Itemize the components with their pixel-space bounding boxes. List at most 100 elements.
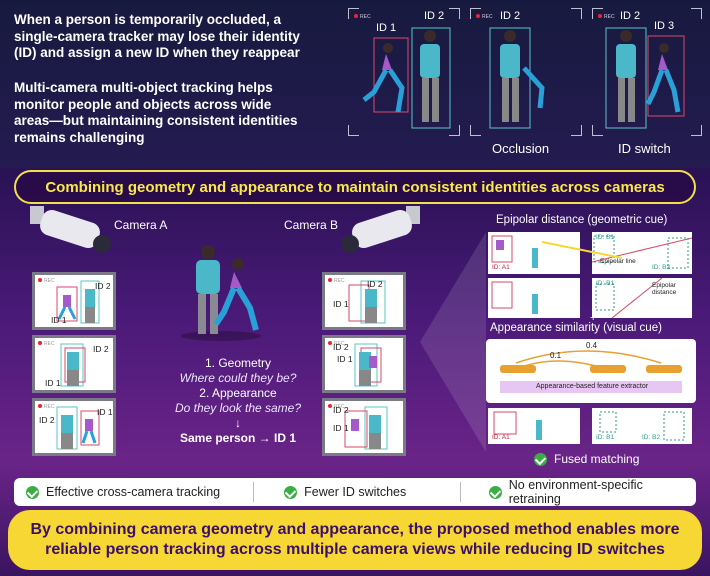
camera-b-label: Camera B [284, 218, 339, 232]
runner-and-walker-icon [362, 27, 451, 129]
appearance-title: Appearance similarity (visual cue) [490, 322, 662, 334]
id-a1-label: ID: A1 [492, 264, 510, 271]
camera-a-panel: REC ID 2 ID 1 [32, 272, 116, 330]
epipolar-distance-label: Epipolar distance [652, 282, 677, 296]
divider [253, 482, 255, 502]
id-label: ID 2 [424, 10, 445, 22]
similarity-low: 0.1 [550, 351, 562, 360]
step-appearance: 2. Appearance [199, 386, 277, 400]
intro-line: monitor people and objects across wide [14, 96, 272, 112]
camera-a-panel: REC ID 2 ID 1 [32, 398, 116, 456]
id-label: ID 1 [376, 22, 397, 34]
headline-text: Combining geometry and appearance to mai… [45, 178, 665, 196]
conclusion-banner: By combining camera geometry and appeara… [8, 510, 702, 570]
occluded-walker-icon [489, 27, 545, 129]
id-b2-label: ID: B2 [652, 264, 671, 271]
id-label: ID 2 [333, 405, 349, 415]
id-a1-label: ID: A1 [492, 434, 510, 441]
steps-text: 1. Geometry Where could they be? 2. Appe… [148, 356, 328, 446]
id-label: ID 2 [500, 10, 521, 22]
caption-occlusion: Occlusion [492, 141, 550, 156]
id-b1-label: ID: B1 [596, 434, 615, 441]
id-label: ID 2 [620, 10, 641, 22]
rec-label: REC [38, 341, 55, 347]
top-section: When a person is temporarily occluded, a… [0, 0, 710, 168]
rec-label: REC [38, 404, 55, 410]
people-icon [348, 280, 386, 324]
id-label: ID 1 [51, 315, 67, 325]
people-icon [56, 406, 100, 450]
epipolar-view-a: ID: A1 [488, 232, 580, 274]
people-icon [354, 343, 382, 387]
camera-b-panel: REC ID 2 ID 1 [322, 398, 406, 456]
tracking-frame-1: REC ID 1 ID 2 [348, 8, 460, 136]
people-icon [60, 343, 86, 387]
epipolar-view-b: ID: B1 Epipolar line ID: B2 [592, 232, 692, 274]
step-result: Same person → ID 1 [179, 431, 297, 445]
people-icon [344, 406, 388, 450]
step-geometry-question: Where could they be? [179, 371, 297, 385]
fused-matching: Fused matching [534, 452, 639, 466]
id-b1-label: ID: B1 [596, 234, 615, 241]
id-label: ID 1 [333, 423, 349, 433]
id-label: ID 1 [337, 354, 353, 364]
epipolar-title: Epipolar distance (geometric cue) [496, 214, 668, 226]
divider [459, 482, 461, 502]
rec-label: REC [328, 404, 345, 410]
center-people-icon [181, 245, 261, 341]
check-icon [534, 452, 547, 466]
id-label: ID 1 [45, 378, 61, 388]
feature-extractor-box: 0.4 0.1 Appearance-based feature extract… [486, 339, 696, 403]
intro-line: (ID) and assign a new ID when they reapp… [14, 45, 300, 60]
method-detail: Epipolar distance (geometric cue) ID: A1… [482, 214, 700, 466]
distance-view-a [488, 278, 580, 318]
distance-view-b: ID: B1 Epipolar distance [592, 278, 692, 318]
caption-id-switch: ID switch [618, 141, 671, 156]
intro-line: areas—but maintaining consistent identit… [14, 113, 298, 128]
id-switch-icon [605, 27, 685, 129]
id-b1-label: ID: B1 [596, 280, 615, 287]
id-label: ID 3 [654, 20, 675, 32]
down-arrow-icon: ↓ [235, 416, 241, 430]
intro-line: Multi-camera multi-object tracking helps [14, 80, 273, 95]
rec-label: REC [328, 278, 345, 284]
rec-label: REC [328, 341, 345, 347]
step-geometry: 1. Geometry [204, 356, 272, 370]
people-icon [56, 280, 100, 324]
id-label: ID 2 [39, 415, 55, 425]
conclusion-line: By combining camera geometry and appeara… [30, 521, 680, 538]
id-label: ID 1 [333, 299, 349, 309]
benefit-label: Effective cross-camera tracking [46, 485, 221, 499]
id-label: ID 2 [95, 281, 111, 291]
epipolar-line-label: Epipolar line [600, 258, 636, 265]
camera-a-label: Camera A [114, 218, 168, 232]
camera-a-icon [30, 206, 111, 253]
rec-label: REC [598, 14, 615, 20]
extractor-label: Appearance-based feature extractor [536, 383, 649, 390]
intro-paragraph-1: When a person is temporarily occluded, a… [14, 12, 300, 62]
headline-banner: Combining geometry and appearance to mai… [14, 170, 696, 204]
zoom-wedge-icon [420, 232, 486, 452]
check-icon [284, 485, 298, 499]
conclusion-line: reliable person tracking across multiple… [45, 541, 665, 558]
camera-b-panel: REC ID 2 ID 1 [322, 335, 406, 393]
appearance-view-a: ID: A1 [488, 408, 580, 444]
benefit-label: No environment-specific retraining [508, 478, 643, 506]
tracking-frame-2: REC ID 2 [470, 8, 582, 136]
benefits-bar: Effective cross-camera tracking Fewer ID… [14, 478, 696, 506]
intro-paragraph-2: Multi-camera multi-object tracking helps… [14, 80, 298, 146]
camera-a-panel: REC ID 2 ID 1 [32, 335, 116, 393]
intro-line: When a person is temporarily occluded, a [14, 12, 282, 27]
fused-matching-label: Fused matching [554, 452, 640, 466]
benefit-item: Fewer ID switches [284, 485, 460, 499]
id-b2-label: ID: B2 [642, 434, 661, 441]
id-label: ID 2 [93, 344, 109, 354]
appearance-view-b: ID: B1 ID: B2 [592, 408, 692, 444]
similarity-high: 0.4 [586, 341, 598, 350]
benefit-item: Effective cross-camera tracking [26, 485, 253, 499]
intro-line: remains challenging [14, 129, 145, 145]
check-icon [26, 485, 39, 499]
rec-label: REC [476, 14, 493, 20]
rec-label: REC [354, 14, 371, 20]
step-appearance-question: Do they look the same? [174, 401, 302, 415]
